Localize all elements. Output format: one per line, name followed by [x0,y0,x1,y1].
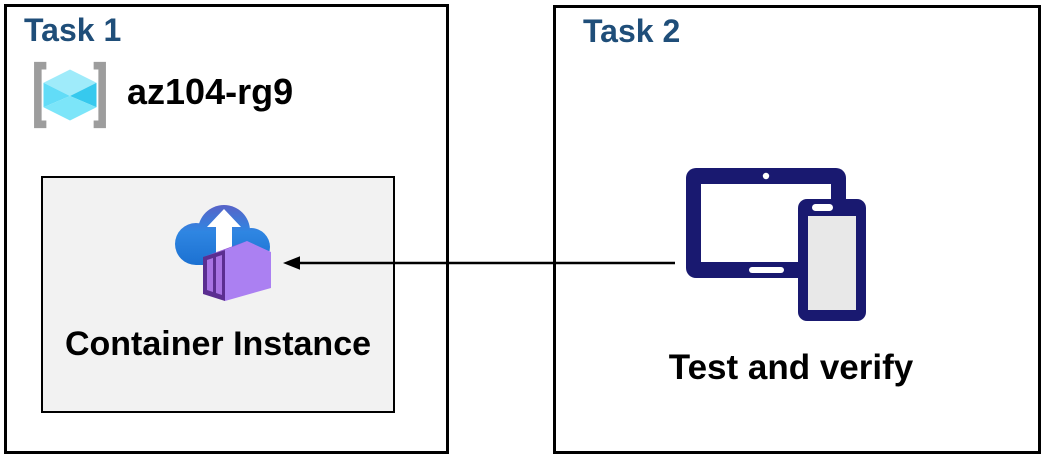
task1-panel: Task 1 az104-rg9 [4,4,449,454]
task2-title: Task 2 [583,13,681,49]
resource-group-icon [34,61,106,129]
phone-icon [798,199,866,321]
container-instance-icon [175,205,271,301]
container-box [203,241,271,301]
resource-group: az104-rg9 [30,60,293,130]
container-instance-card: Container Instance [41,176,395,413]
task2-panel: Task 2 Test and verify [553,5,1041,454]
task1-title: Task 1 [24,12,122,48]
devices-label: Test and verify [668,348,914,387]
resource-group-name: az104-rg9 [127,71,294,112]
tablet-and-phone-icon [686,168,866,321]
upload-arrow-icon [207,209,241,253]
container-instance-label: Container Instance [64,325,372,363]
